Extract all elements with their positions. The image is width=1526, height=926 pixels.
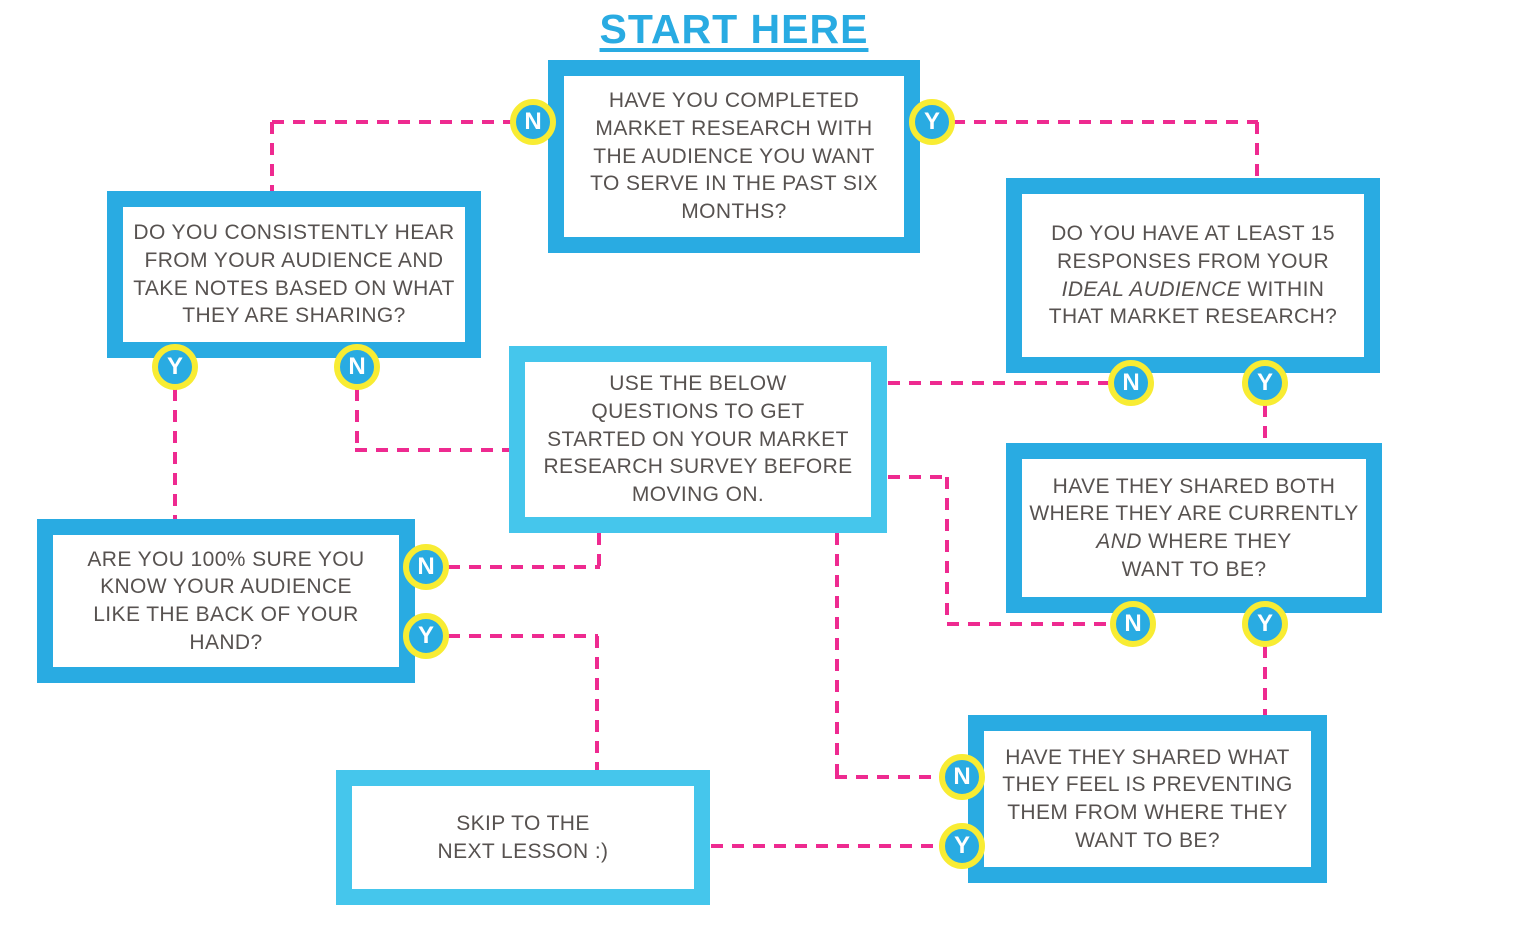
connector-start-no-h [272,120,512,124]
badge-letter: N [1122,369,1140,396]
page-title: START HERE [599,6,869,52]
badge-preventing-no: N [939,754,985,800]
connector-preventing-no-v [835,533,839,777]
badge-both-no: N [1110,601,1156,647]
connector-skip-yes-h [711,844,940,848]
badge-both-yes: Y [1242,601,1288,647]
badge-letter: N [953,763,971,790]
badge-fifteen-yes: Y [1242,360,1288,406]
badge-letter: Y [417,622,434,649]
badge-hear-no: N [334,344,380,390]
connector-know-yes-h [448,634,598,638]
connector-know-no-v [597,533,601,567]
connector-start-yes-v [1255,122,1259,178]
connector-preventing-no-h [835,775,940,779]
badge-letter: N [1124,610,1142,637]
badge-fifteen-no: N [1108,360,1154,406]
badge-letter: N [524,108,542,135]
connector-both-no-v [945,477,949,624]
connector-hear-no-h [355,448,509,452]
badge-letter: Y [953,832,970,859]
connector-both-no-h2 [888,475,948,479]
badge-start-no: N [510,99,556,145]
connector-fifteen-no-h [888,381,1109,385]
connector-start-no-v [270,122,274,192]
badge-letter: Y [1256,369,1273,396]
badge-know-no: N [403,544,449,590]
badge-letter: N [417,553,435,580]
connector-hear-no-v [355,389,359,450]
connector-start-yes-h [953,120,1258,124]
connector-hear-yes-v [173,389,177,519]
badge-letter: Y [923,108,940,135]
connector-know-no-h [448,565,600,569]
badge-hear-yes: Y [152,344,198,390]
badge-letter: Y [166,353,183,380]
badge-start-yes: Y [909,99,955,145]
connector-both-yes-v [1263,646,1267,715]
connector-both-no-h [947,622,1110,626]
connector-know-yes-v [595,636,599,770]
badge-letter: N [348,353,366,380]
badge-preventing-yes: Y [939,823,985,869]
connector-fifteen-yes-v [1263,405,1267,443]
badge-letter: Y [1256,610,1273,637]
badge-know-yes: Y [403,613,449,659]
